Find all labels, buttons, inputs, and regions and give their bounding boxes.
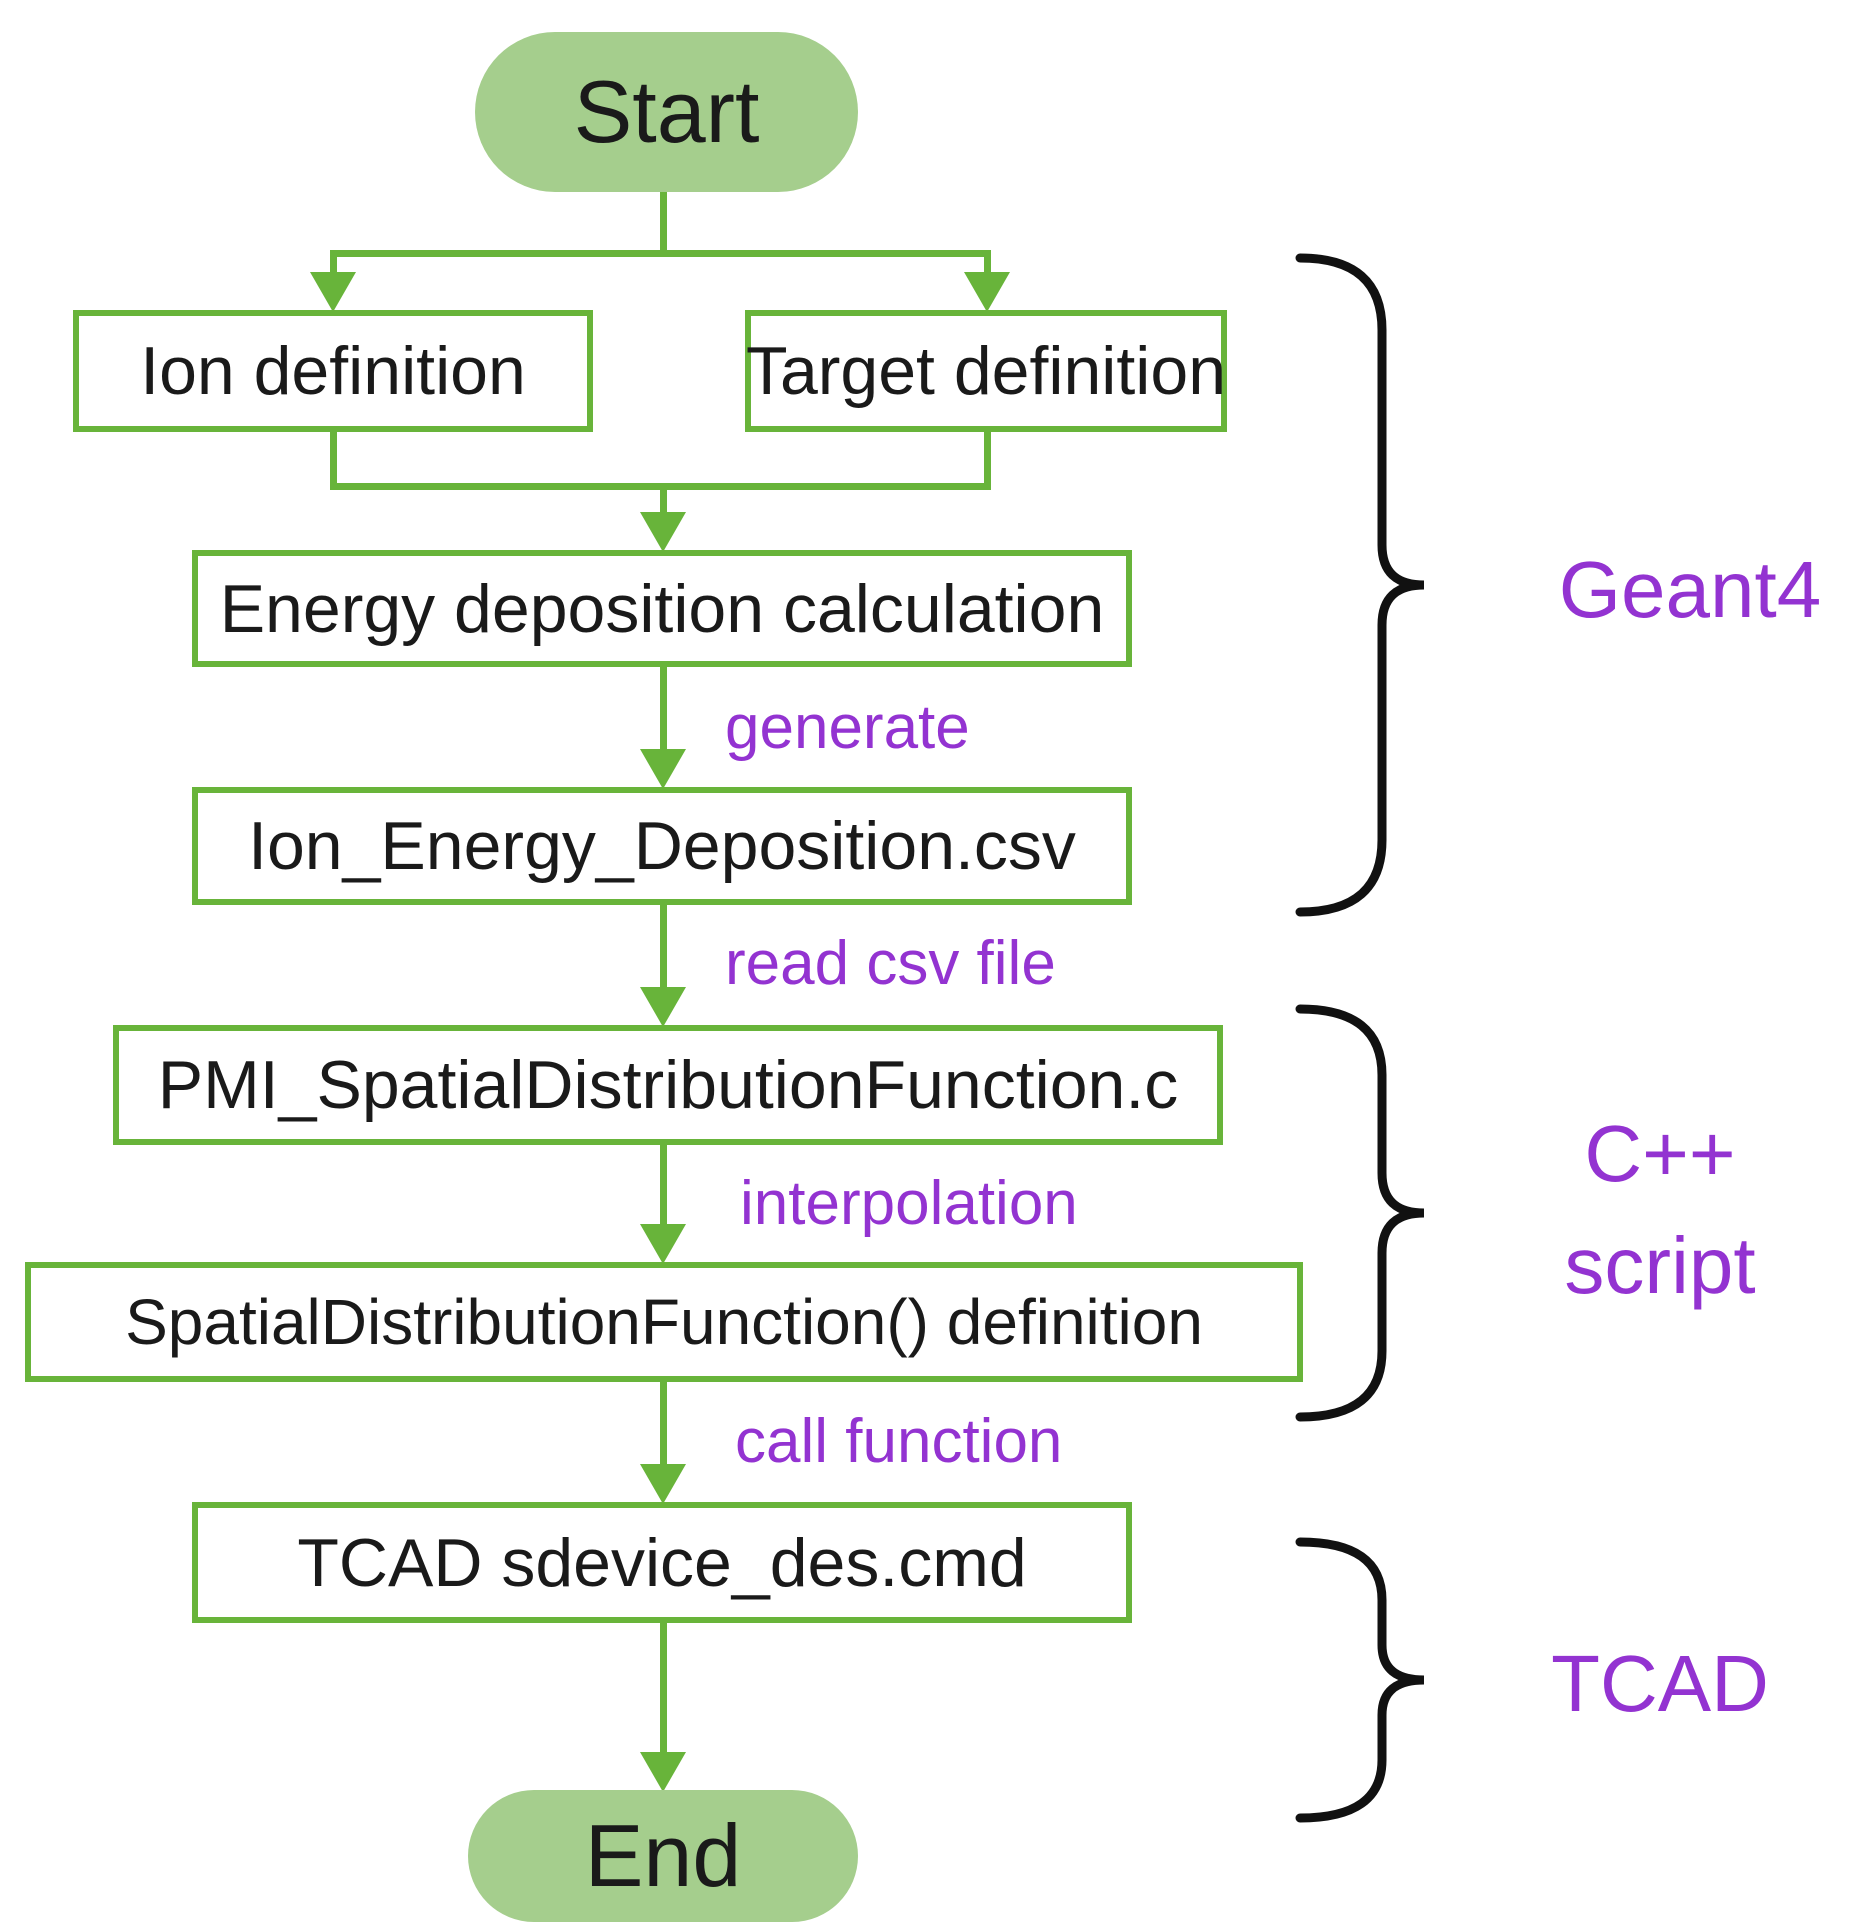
node-tcad-cmd-label: TCAD sdevice_des.cmd — [297, 1524, 1027, 1601]
edge-generate-line — [660, 667, 667, 751]
arrowhead-csv — [640, 749, 686, 789]
arrowhead-pmi — [640, 987, 686, 1027]
node-pmi-file: PMI_SpatialDistributionFunction.c — [113, 1025, 1223, 1145]
edge-start-split — [660, 192, 667, 253]
edge-interpolation-line — [660, 1145, 667, 1226]
section-label-cpp-line2: script — [1564, 1221, 1756, 1310]
brace-tcad — [1295, 1537, 1425, 1823]
edge-split-bar — [330, 250, 991, 257]
section-label-cpp-line1: C++ — [1584, 1109, 1736, 1198]
edge-drop-target — [984, 250, 991, 276]
node-ion-definition-label: Ion definition — [140, 333, 526, 409]
edge-merge-drop — [660, 483, 667, 515]
edge-target-out — [984, 432, 991, 490]
edge-label-generate: generate — [725, 693, 970, 762]
edge-label-read-csv: read csv file — [725, 929, 1056, 998]
node-end: End — [468, 1790, 858, 1922]
node-tcad-cmd: TCAD sdevice_des.cmd — [192, 1502, 1132, 1623]
node-ion-definition: Ion definition — [73, 310, 593, 432]
arrowhead-tcad — [640, 1464, 686, 1504]
node-sdf-definition: SpatialDistributionFunction() definition — [25, 1262, 1303, 1382]
arrowhead-ion — [310, 272, 356, 312]
node-pmi-file-label: PMI_SpatialDistributionFunction.c — [157, 1047, 1179, 1123]
edge-readcsv-line — [660, 905, 667, 989]
node-csv-file-label: Ion_Energy_Deposition.csv — [248, 808, 1076, 884]
section-label-cpp-script: C++ script — [1480, 1098, 1840, 1322]
edge-ion-out — [330, 432, 337, 490]
arrowhead-target — [964, 272, 1010, 312]
node-target-definition-label: Target definition — [745, 333, 1227, 409]
node-target-definition: Target definition — [745, 310, 1227, 432]
section-label-geant4: Geant4 — [1558, 545, 1822, 634]
node-start: Start — [475, 32, 858, 192]
section-label-tcad: TCAD — [1551, 1639, 1769, 1728]
arrowhead-sdf — [640, 1224, 686, 1264]
edge-callfunction-line — [660, 1382, 667, 1466]
node-sdf-definition-label: SpatialDistributionFunction() definition — [125, 1286, 1203, 1358]
brace-cpp-script — [1295, 1004, 1425, 1422]
arrowhead-energy — [640, 512, 686, 552]
edge-label-call-function: call function — [735, 1407, 1063, 1476]
edge-drop-ion — [330, 250, 337, 276]
edge-tcad-end — [660, 1623, 667, 1754]
node-energy-deposition: Energy deposition calculation — [192, 550, 1132, 667]
node-start-label: Start — [573, 62, 760, 161]
node-energy-deposition-label: Energy deposition calculation — [219, 570, 1105, 647]
node-csv-file: Ion_Energy_Deposition.csv — [192, 787, 1132, 905]
edge-label-interpolation: interpolation — [740, 1169, 1078, 1238]
node-end-label: End — [584, 1806, 742, 1905]
brace-geant4 — [1295, 253, 1425, 917]
arrowhead-end — [640, 1752, 686, 1792]
